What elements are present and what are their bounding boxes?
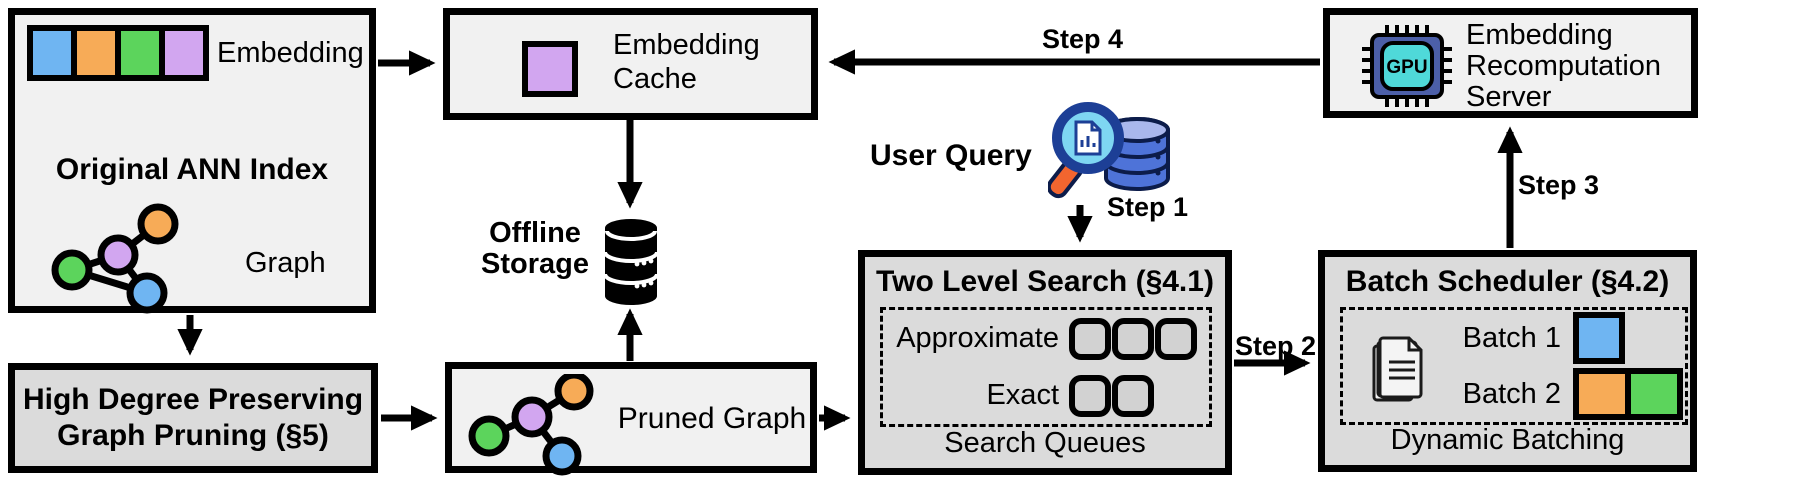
embedding-cell-blue [33, 31, 71, 75]
two-level-search-title: Two Level Search (§4.1) [876, 265, 1214, 298]
exact-label: Exact [986, 379, 1059, 411]
batch2-label: Batch 2 [1462, 377, 1561, 410]
search-queues-footer: Search Queues [944, 427, 1146, 459]
pruned-graph-icon [468, 374, 594, 476]
batch2-slot-orange [1579, 374, 1625, 414]
box-original-ann-index: Embedding Original ANN Index Graph [8, 8, 376, 314]
batch1-row: Batch 1 [1343, 310, 1685, 366]
documents-icon [1372, 336, 1423, 402]
user-query-label: User Query [870, 139, 1032, 172]
embedding-cell-orange [77, 31, 115, 75]
cached-embedding-icon [522, 41, 578, 97]
recomputation-server-title: Embedding Recomputation Server [1466, 19, 1662, 113]
pruned-graph-label: Pruned Graph [617, 402, 807, 435]
graph-pruning-title: High Degree Preserving Graph Pruning (§5… [22, 383, 364, 452]
gpu-chip-icon: GPU [1362, 25, 1452, 107]
exact-row: Exact [883, 367, 1209, 424]
batch2-row: Batch 2 [1343, 366, 1685, 422]
batch2-slot-green [1625, 374, 1677, 414]
embedding-label: Embedding [217, 37, 364, 69]
embedding-cell-green [121, 31, 159, 75]
step-1-label: Step 1 [1107, 192, 1189, 222]
search-queues-panel: Approximate Exact [880, 307, 1212, 427]
ann-index-title: Original ANN Index [55, 153, 329, 186]
embedding-vector-icon [27, 25, 209, 81]
batch1-slot-blue [1573, 312, 1625, 364]
step-2-label: Step 2 [1235, 331, 1317, 361]
embedding-cache-title: Embedding Cache [613, 29, 760, 95]
gpu-label: GPU [1386, 57, 1427, 78]
queue-slot [1112, 374, 1154, 417]
batch2-slots [1573, 368, 1683, 420]
batch1-label: Batch 1 [1462, 321, 1561, 354]
query-search-icon [1048, 102, 1170, 199]
graph-label: Graph [245, 247, 326, 279]
queue-slot [1112, 317, 1154, 360]
batch-scheduler-title: Batch Scheduler (§4.2) [1345, 265, 1670, 298]
box-recomputation-server: GPU Embedding Recomputation Server [1323, 8, 1698, 118]
database-icon [603, 219, 659, 305]
box-batch-scheduler: Batch Scheduler (§4.2) Batch 1 [1318, 250, 1697, 472]
graph-icon [51, 203, 179, 314]
queue-slot [1069, 317, 1111, 360]
queue-slot [1155, 317, 1197, 360]
embedding-cell-purple [165, 31, 203, 75]
box-pruned-graph: Pruned Graph [445, 362, 817, 476]
box-embedding-cache: Embedding Cache [443, 8, 818, 120]
step-4-label: Step 4 [1042, 24, 1124, 54]
box-two-level-search: Two Level Search (§4.1) Approximate Exac… [858, 250, 1232, 475]
dynamic-batching-footer: Dynamic Batching [1390, 424, 1625, 456]
approximate-row: Approximate [883, 310, 1209, 367]
offline-storage-label: Offline Storage [481, 217, 589, 280]
box-graph-pruning: High Degree Preserving Graph Pruning (§5… [8, 363, 378, 473]
queue-slot [1069, 374, 1111, 417]
dynamic-batching-panel: Batch 1 Batch 2 [1340, 307, 1688, 425]
step-3-label: Step 3 [1518, 170, 1600, 200]
approximate-label: Approximate [896, 322, 1059, 354]
